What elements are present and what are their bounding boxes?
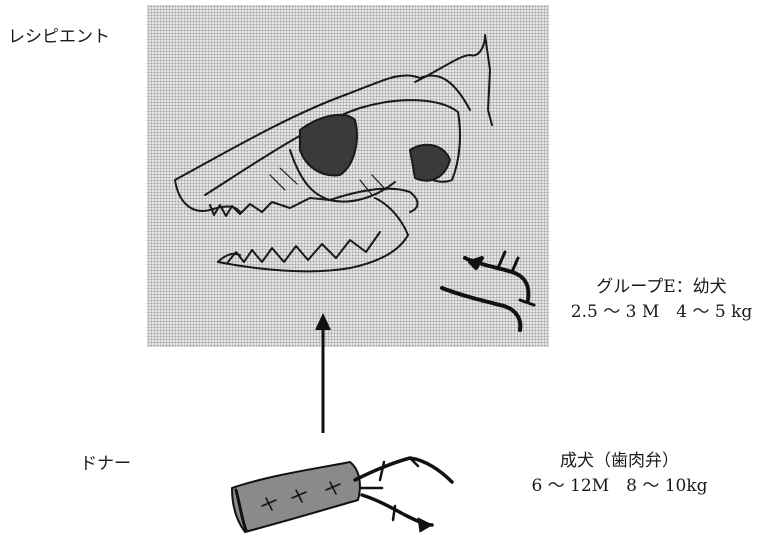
- gum-flap-icon: [0, 0, 766, 549]
